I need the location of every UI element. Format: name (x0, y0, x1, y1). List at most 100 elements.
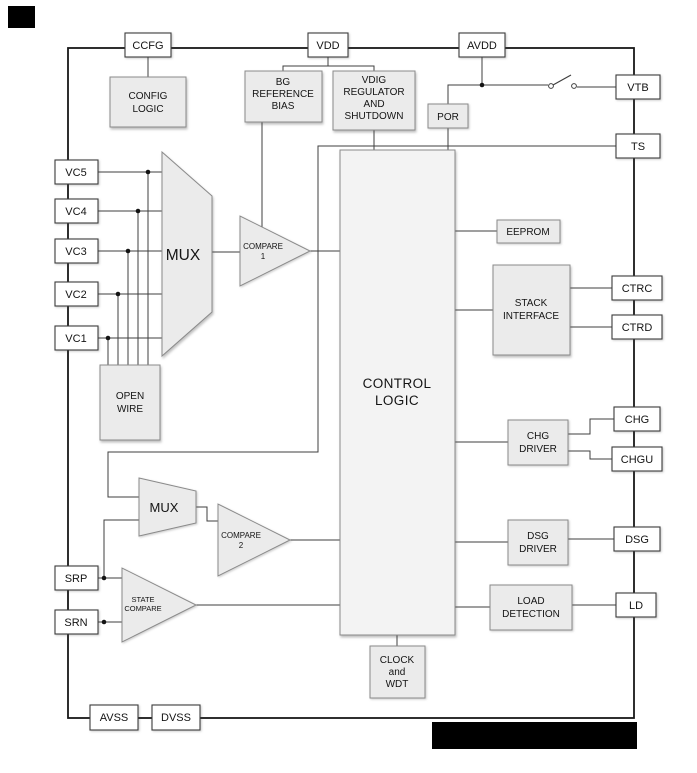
chip-boundary (67, 47, 635, 719)
eeprom-label: EEPROM (506, 227, 549, 238)
pin-avss-label: AVSS (100, 712, 129, 724)
control-logic-label-1: CONTROL (363, 376, 432, 391)
block-bg-reference-bias: BG REFERENCE BIAS (244, 70, 323, 123)
clock-wdt-label-2: and (389, 667, 406, 678)
load-detection-label-1: LOAD (517, 596, 544, 607)
compare2-shape (217, 503, 292, 577)
pin-ts-box (615, 133, 661, 159)
pin-vc3: VC3 (54, 238, 99, 264)
junction-dot-vc4 (135, 208, 141, 214)
junction-dots (101, 82, 485, 625)
pin-ts: TS (615, 133, 661, 159)
compare2-label-1: COMPARE (221, 531, 261, 540)
wire-chgdriver-chgu (568, 450, 612, 460)
pin-srp-label: SRP (65, 573, 88, 585)
pin-avdd-label: AVDD (467, 40, 497, 52)
block-config-logic: CONFIG LOGIC (109, 76, 187, 128)
vtb-switch-icon (548, 74, 577, 89)
pin-vc2-label: VC2 (65, 289, 86, 301)
pin-ctrc: CTRC (611, 275, 663, 301)
pin-vc1: VC1 (54, 325, 99, 351)
pin-vdd-box (307, 32, 349, 58)
chg-driver-label-2: DRIVER (519, 444, 557, 455)
junction-dot-vc2 (115, 291, 121, 297)
junction-dot-vc3 (125, 248, 131, 254)
pin-dvss: DVSS (151, 704, 201, 731)
block-mux-bottom: MUX (138, 477, 197, 537)
wire-ts-muxbottom (107, 145, 616, 498)
pin-vtb: VTB (615, 74, 661, 100)
wire-vdd-rail (282, 65, 375, 71)
wire-srp-muxbottom (103, 519, 139, 578)
pin-dvss-box (151, 704, 201, 731)
pin-chg-label: CHG (625, 414, 649, 426)
load-detection-label-2: DETECTION (502, 609, 560, 620)
stack-label-2: INTERFACE (503, 311, 559, 322)
pin-chgu-box (611, 446, 663, 472)
pin-ctrc-box (611, 275, 663, 301)
switch-blade (552, 74, 572, 86)
pin-ts-label: TS (631, 141, 645, 153)
pin-ld: LD (615, 592, 657, 618)
load-detection-box (489, 584, 573, 631)
pin-avss-box (89, 704, 139, 731)
pin-ccfg: CCFG (124, 32, 172, 58)
pin-vc1-label: VC1 (65, 333, 86, 345)
pin-vc4: VC4 (54, 198, 99, 224)
pin-vc5: VC5 (54, 159, 99, 185)
wire-avdd-rail (447, 84, 548, 104)
block-chg-driver: CHG DRIVER (507, 419, 569, 466)
pin-ctrd: CTRD (611, 314, 663, 340)
config-logic-label-1: CONFIG (129, 91, 168, 102)
pin-dvss-label: DVSS (161, 712, 191, 724)
state-compare-label-1: STATE (131, 595, 154, 604)
redaction-mark-top-left (8, 6, 35, 28)
clock-wdt-label-3: WDT (386, 679, 409, 690)
state-compare-label-2: COMPARE (124, 604, 161, 613)
pin-ctrd-box (611, 314, 663, 340)
dsg-driver-label-2: DRIVER (519, 544, 557, 555)
pin-avdd: AVDD (458, 32, 506, 58)
bg-label-2: REFERENCE (252, 89, 314, 100)
pin-vc5-label: VC5 (65, 167, 86, 179)
block-compare2: COMPARE 2 (217, 503, 292, 577)
pin-srp-box (54, 565, 99, 591)
pin-chg: CHG (613, 406, 661, 432)
eeprom-box (496, 219, 561, 244)
mux-top-label: MUX (166, 247, 201, 264)
pin-dsg-label: DSG (625, 534, 649, 546)
junction-dot-avdd (479, 82, 485, 88)
pin-ccfg-box (124, 32, 172, 58)
control-logic-box (339, 149, 456, 636)
vdig-regulator-box (332, 70, 416, 131)
switch-terminal-right (571, 83, 577, 89)
vdig-label-4: SHUTDOWN (345, 111, 404, 122)
mux-bottom-shape (138, 477, 197, 537)
chg-driver-box (507, 419, 569, 466)
block-por: POR (427, 103, 469, 129)
block-compare1: COMPARE 1 (239, 215, 312, 287)
wire-chgdriver-chg (568, 418, 614, 435)
dsg-driver-box (507, 519, 569, 566)
chg-driver-label-1: CHG (527, 431, 549, 442)
vdig-label-1: VDIG (362, 75, 387, 86)
compare2-label-2: 2 (239, 541, 244, 550)
config-logic-label-2: LOGIC (132, 104, 163, 115)
vdig-label-2: REGULATOR (343, 87, 404, 98)
wire-muxbottom-compare2 (196, 506, 218, 522)
pin-ctrc-label: CTRC (622, 283, 653, 295)
por-box (427, 103, 469, 129)
pin-vtb-box (615, 74, 661, 100)
junction-dot-srn (101, 619, 107, 625)
pin-srn-label: SRN (64, 617, 87, 629)
compare1-label-1: COMPARE (243, 242, 283, 251)
block-clock-wdt: CLOCK and WDT (369, 645, 426, 699)
pin-vdd: VDD (307, 32, 349, 58)
open-wire-label-1: OPEN (116, 391, 144, 402)
por-label: POR (437, 112, 459, 123)
wires (98, 57, 616, 646)
block-stack-interface: STACK INTERFACE (492, 264, 571, 356)
vdig-label-3: AND (363, 99, 384, 110)
pin-chgu-label: CHGU (621, 454, 653, 466)
